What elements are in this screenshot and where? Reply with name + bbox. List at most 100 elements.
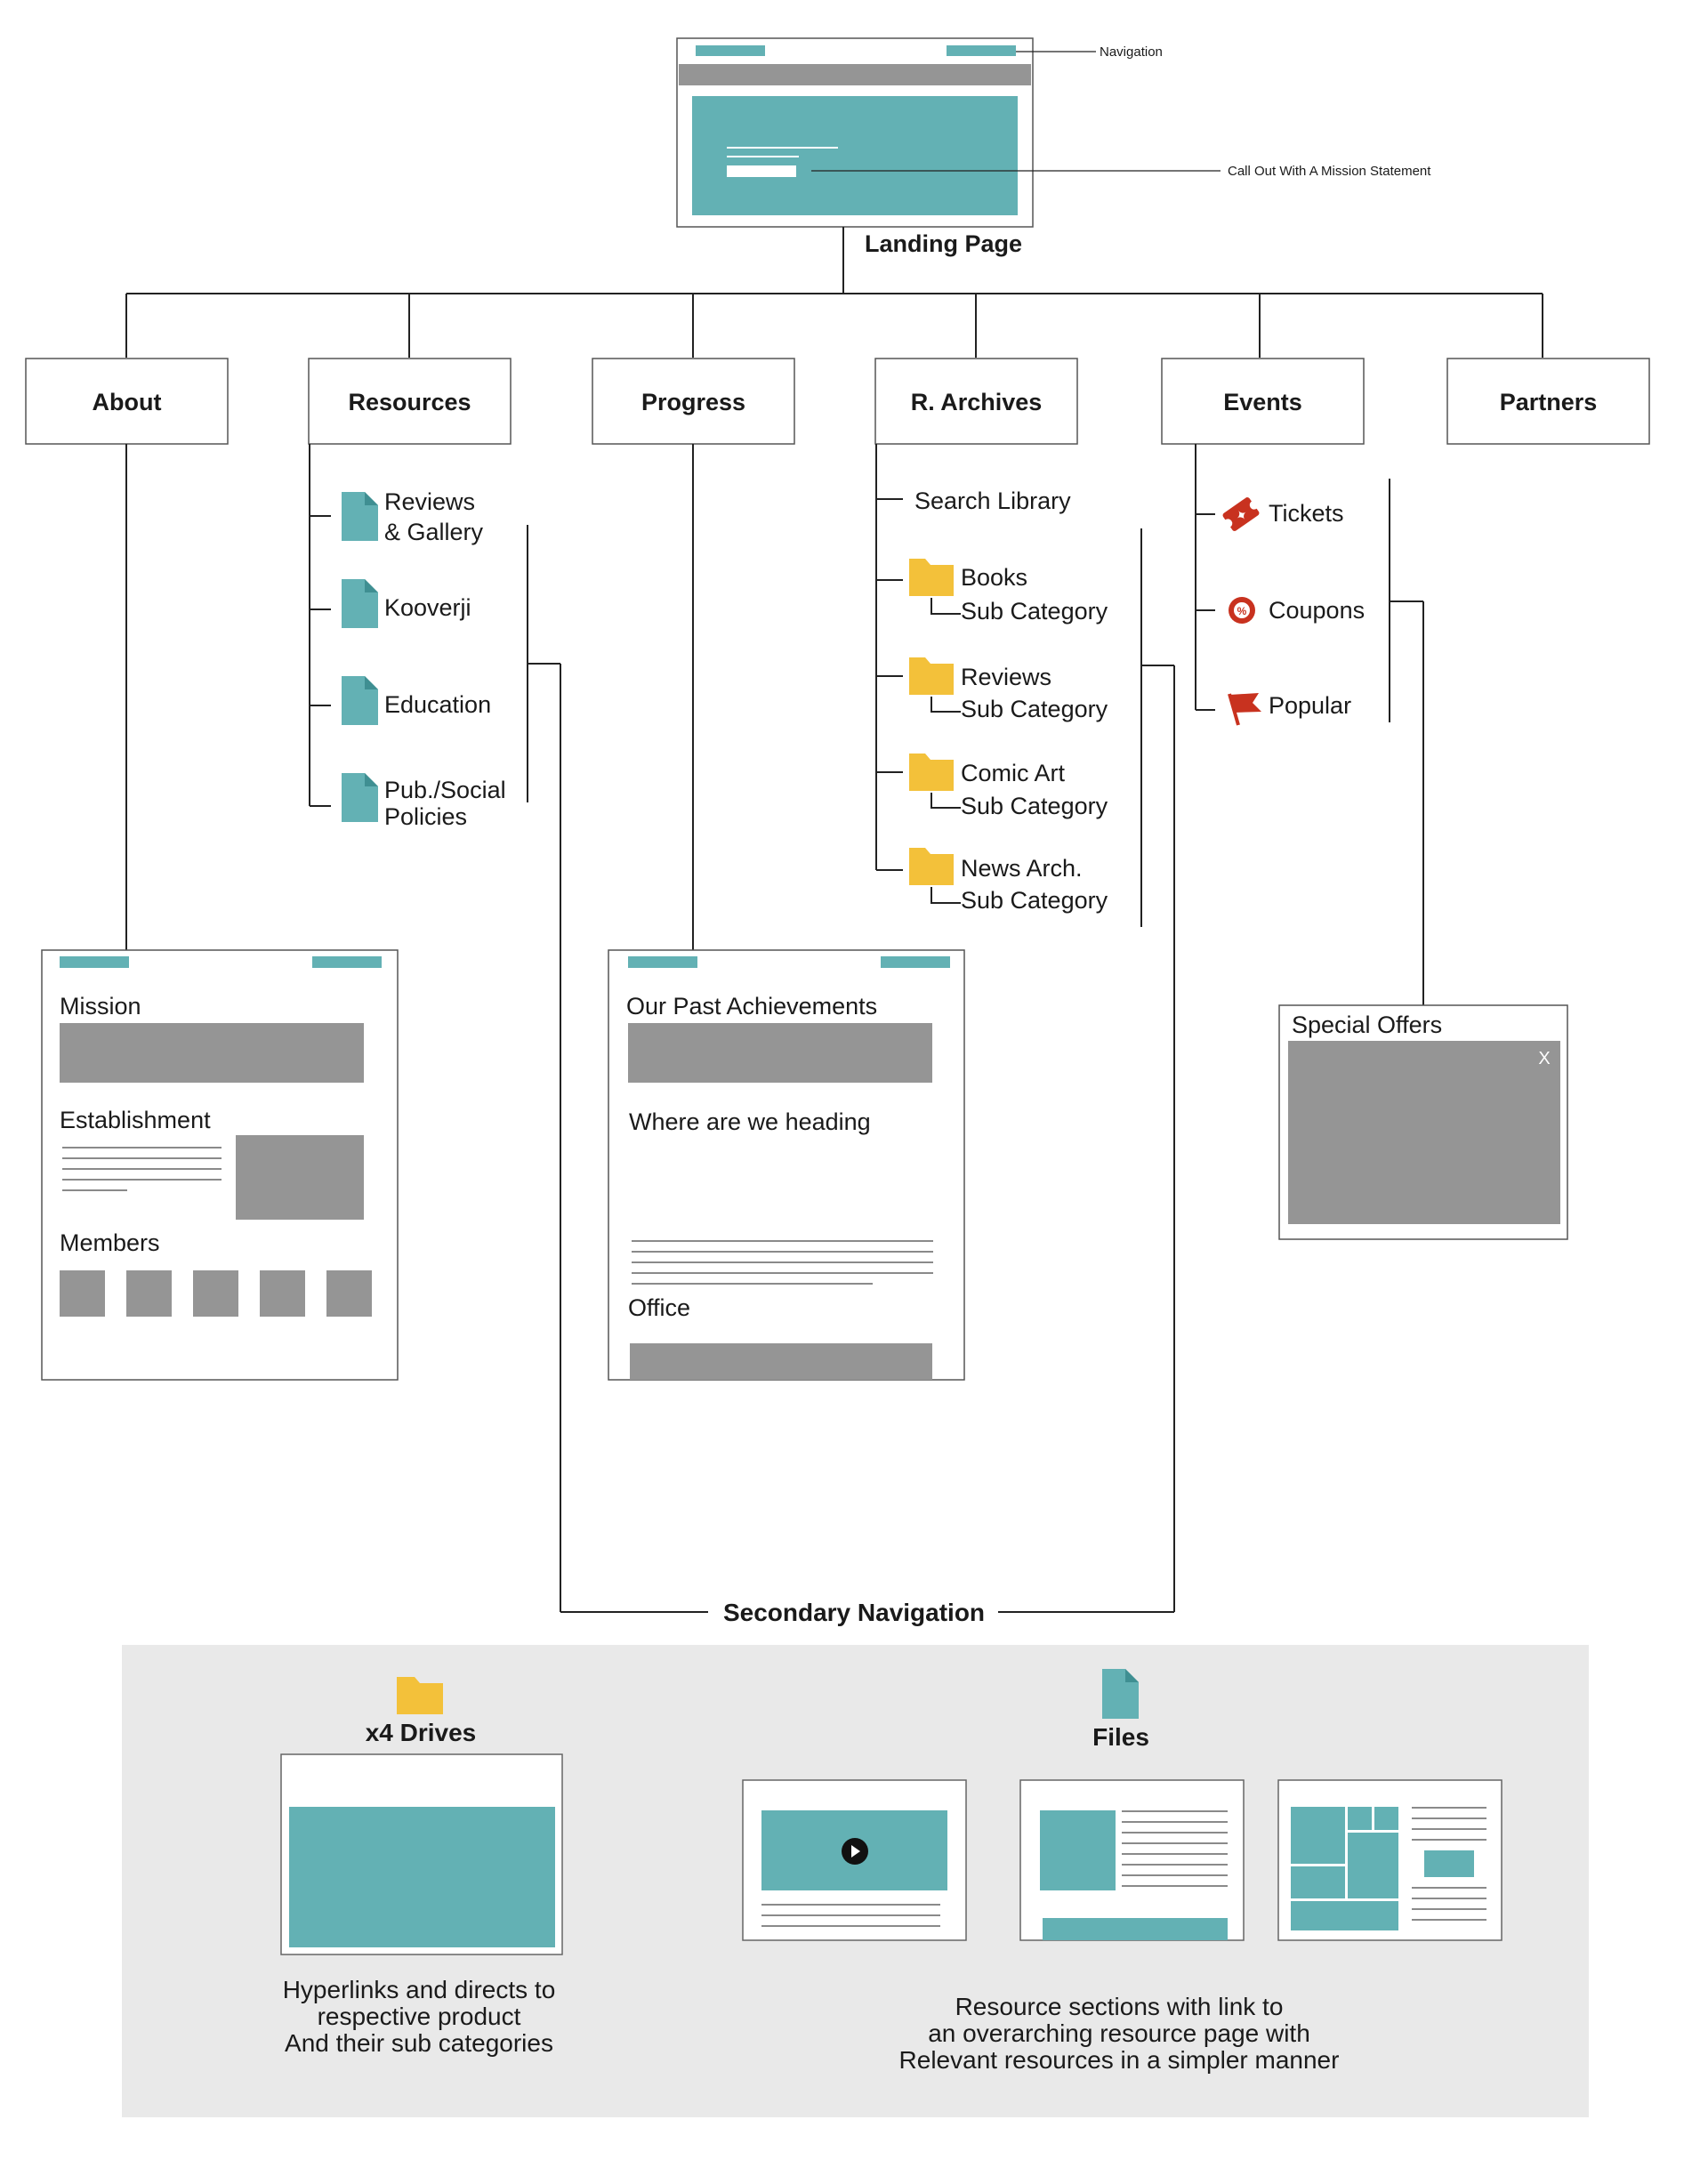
svg-text:And their sub categories: And their sub categories	[285, 2029, 553, 2057]
event-item-tickets[interactable]: ✦ Tickets	[1218, 494, 1344, 535]
drives-title: x4 Drives	[366, 1719, 477, 1746]
svg-text:Hyperlinks and directs to: Hyperlinks and directs to	[283, 1976, 556, 2003]
close-icon[interactable]: X	[1538, 1049, 1550, 1068]
node-label: R. Archives	[911, 389, 1043, 415]
node-label: About	[93, 389, 162, 415]
file-icon-fold	[365, 492, 378, 505]
svg-text:Tickets: Tickets	[1269, 500, 1344, 527]
flag-icon	[1228, 693, 1261, 726]
node-partners[interactable]: Partners	[1446, 358, 1650, 445]
search-library-label[interactable]: Search Library	[914, 488, 1071, 514]
event-item-coupons[interactable]: % Coupons	[1229, 597, 1365, 624]
archives-branch	[875, 444, 903, 871]
files-title: Files	[1092, 1723, 1149, 1751]
nav-callout-label: Navigation	[1100, 44, 1163, 60]
achievements-label: Our Past Achievements	[626, 993, 877, 1020]
folder-icon	[397, 1677, 443, 1714]
files-legend: Files	[742, 1669, 1503, 2074]
svg-text:Popular: Popular	[1269, 692, 1351, 719]
resources-items: Reviews & Gallery Kooverji Education Pub…	[342, 488, 506, 830]
svg-text:Relevant resources in a simple: Relevant resources in a simpler manner	[899, 2046, 1340, 2074]
svg-text:Books: Books	[961, 564, 1027, 591]
file-icon-fold	[365, 579, 378, 592]
archive-item-news-arch[interactable]: News Arch. Sub Category	[909, 848, 1108, 914]
sub-connector	[931, 598, 961, 615]
events-offers-bracket	[1389, 479, 1424, 1005]
archive-item-reviews[interactable]: Reviews Sub Category	[909, 657, 1108, 722]
ticket-icon: ✦	[1222, 497, 1260, 531]
member-avatar	[326, 1270, 372, 1317]
resources-secondary-bracket	[527, 525, 561, 1612]
drives-legend: x4 Drives Hyperlinks and directs to resp…	[280, 1677, 563, 2057]
events-items: ✦ Tickets % Coupons Popular	[1218, 494, 1365, 726]
archive-item-books[interactable]: Books Sub Category	[909, 559, 1108, 625]
progress-page-wireframe: Our Past Achievements Where are we headi…	[608, 949, 965, 1381]
member-avatar	[126, 1270, 172, 1317]
node-r-archives[interactable]: R. Archives	[874, 358, 1078, 445]
heading-label: Where are we heading	[629, 1108, 871, 1135]
node-label: Partners	[1500, 389, 1598, 415]
file-icon	[342, 492, 378, 541]
resource-item-kooverji[interactable]: Kooverji	[342, 579, 471, 628]
resources-branch	[309, 444, 331, 807]
svg-text:Education: Education	[384, 691, 491, 718]
file-icon-fold	[365, 773, 378, 786]
svg-text:News Arch.: News Arch.	[961, 855, 1083, 882]
special-offers-popup: Special Offers X	[1278, 1004, 1568, 1240]
node-resources[interactable]: Resources	[308, 358, 512, 445]
svg-text:%: %	[1237, 605, 1247, 617]
establishment-label: Establishment	[60, 1107, 211, 1133]
about-page-wireframe: Mission Establishment Members	[41, 949, 399, 1381]
svg-text:Comic Art: Comic Art	[961, 760, 1066, 786]
file-icon	[342, 676, 378, 725]
svg-text:Resource sections with link to: Resource sections with link to	[955, 1993, 1284, 2020]
events-branch	[1195, 444, 1215, 711]
file-preview-article[interactable]	[1019, 1779, 1245, 1941]
landing-page-wireframe: Navigation Call Out With A Mission State…	[676, 37, 1431, 257]
resource-item-education[interactable]: Education	[342, 676, 491, 725]
svg-text:Reviews: Reviews	[384, 488, 475, 515]
resource-item-reviews-gallery[interactable]: Reviews & Gallery	[342, 488, 484, 545]
file-preview-video[interactable]	[742, 1779, 967, 1941]
svg-text:an overarching resource page w: an overarching resource page with	[928, 2019, 1310, 2047]
svg-text:Sub Category: Sub Category	[961, 887, 1108, 914]
offer-image	[1288, 1041, 1560, 1224]
svg-text:respective product: respective product	[318, 2003, 521, 2030]
secondary-nav-title: Secondary Navigation	[723, 1599, 985, 1626]
node-about[interactable]: About	[25, 358, 229, 445]
office-map-block	[630, 1343, 932, 1380]
svg-text:& Gallery: & Gallery	[384, 519, 484, 545]
member-avatar	[260, 1270, 305, 1317]
establishment-image	[236, 1135, 364, 1220]
folder-icon	[909, 848, 954, 885]
achievements-block	[628, 1023, 932, 1083]
svg-text:Coupons: Coupons	[1269, 597, 1365, 624]
event-item-popular[interactable]: Popular	[1228, 692, 1351, 726]
mission-block	[60, 1023, 364, 1083]
file-icon	[342, 773, 378, 822]
node-progress[interactable]: Progress	[592, 358, 795, 445]
member-avatar	[60, 1270, 105, 1317]
svg-text:Policies: Policies	[384, 803, 467, 830]
header-strip	[679, 64, 1031, 85]
resource-item-pub-social-policies[interactable]: Pub./Social Policies	[342, 773, 506, 830]
nav-bar-right	[947, 45, 1016, 56]
special-offers-title: Special Offers	[1292, 1011, 1442, 1038]
file-icon	[342, 579, 378, 628]
drive-preview-block	[289, 1807, 555, 1947]
svg-text:Pub./Social: Pub./Social	[384, 777, 506, 803]
sub-connector	[931, 793, 961, 809]
sub-connector	[931, 697, 961, 713]
svg-text:Reviews: Reviews	[961, 664, 1051, 690]
folder-icon	[909, 559, 954, 596]
nav-bar-left	[696, 45, 765, 56]
svg-text:Sub Category: Sub Category	[961, 696, 1108, 722]
node-events[interactable]: Events	[1161, 358, 1365, 445]
hero-button	[727, 165, 796, 177]
file-preview-grid[interactable]	[1277, 1779, 1503, 1941]
landing-page-title: Landing Page	[865, 230, 1022, 257]
archive-item-comic-art[interactable]: Comic Art Sub Category	[909, 754, 1108, 819]
archives-items: Books Sub Category Reviews Sub Category …	[909, 559, 1108, 914]
